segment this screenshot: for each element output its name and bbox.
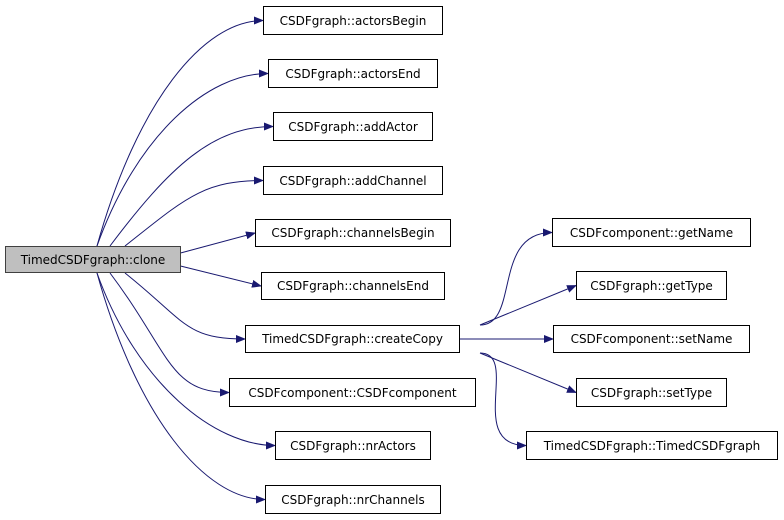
edge-createCopy-to-setType [479, 352, 577, 393]
edge-clone-to-addChannel [124, 176, 264, 247]
edge-createCopy-to-getType [479, 285, 577, 326]
node-set-name[interactable]: CSDFcomponent::setName [553, 325, 750, 353]
edge-createCopy-to-timedCtor [479, 352, 527, 450]
node-add-actor[interactable]: CSDFgraph::addActor [273, 112, 433, 141]
node-set-type[interactable]: CSDFgraph::setType [576, 378, 727, 407]
edge-clone-to-actorsEnd [96, 69, 269, 247]
node-nr-channels[interactable]: CSDFgraph::nrChannels [265, 485, 441, 514]
node-csdfcomponent[interactable]: CSDFcomponent::CSDFcomponent [229, 378, 476, 407]
node-actors-begin[interactable]: CSDFgraph::actorsBegin [263, 6, 443, 35]
edge-clone-to-channelsBegin [180, 231, 256, 254]
node-add-channel[interactable]: CSDFgraph::addChannel [263, 166, 443, 195]
edge-clone-to-csdfcomponent [109, 272, 230, 397]
edge-clone-to-nrChannels [96, 272, 266, 504]
edge-clone-to-actorsBegin [96, 16, 264, 247]
node-get-type[interactable]: CSDFgraph::getType [576, 271, 727, 300]
node-channels-end[interactable]: CSDFgraph::channelsEnd [261, 272, 445, 300]
node-nr-actors[interactable]: CSDFgraph::nrActors [275, 431, 431, 460]
edge-clone-to-addActor [109, 122, 274, 247]
node-create-copy[interactable]: TimedCSDFgraph::createCopy [245, 325, 460, 353]
edge-clone-to-channelsEnd [180, 265, 262, 288]
node-channels-begin[interactable]: CSDFgraph::channelsBegin [255, 219, 451, 247]
node-actors-end[interactable]: CSDFgraph::actorsEnd [268, 59, 438, 88]
node-timed-ctor[interactable]: TimedCSDFgraph::TimedCSDFgraph [526, 431, 778, 460]
edge-createCopy-to-getName [479, 228, 553, 326]
node-get-name[interactable]: CSDFcomponent::getName [552, 218, 751, 247]
node-clone: TimedCSDFgraph::clone [5, 246, 181, 273]
edge-clone-to-createCopy [124, 272, 246, 343]
edge-clone-to-nrActors [96, 272, 276, 450]
